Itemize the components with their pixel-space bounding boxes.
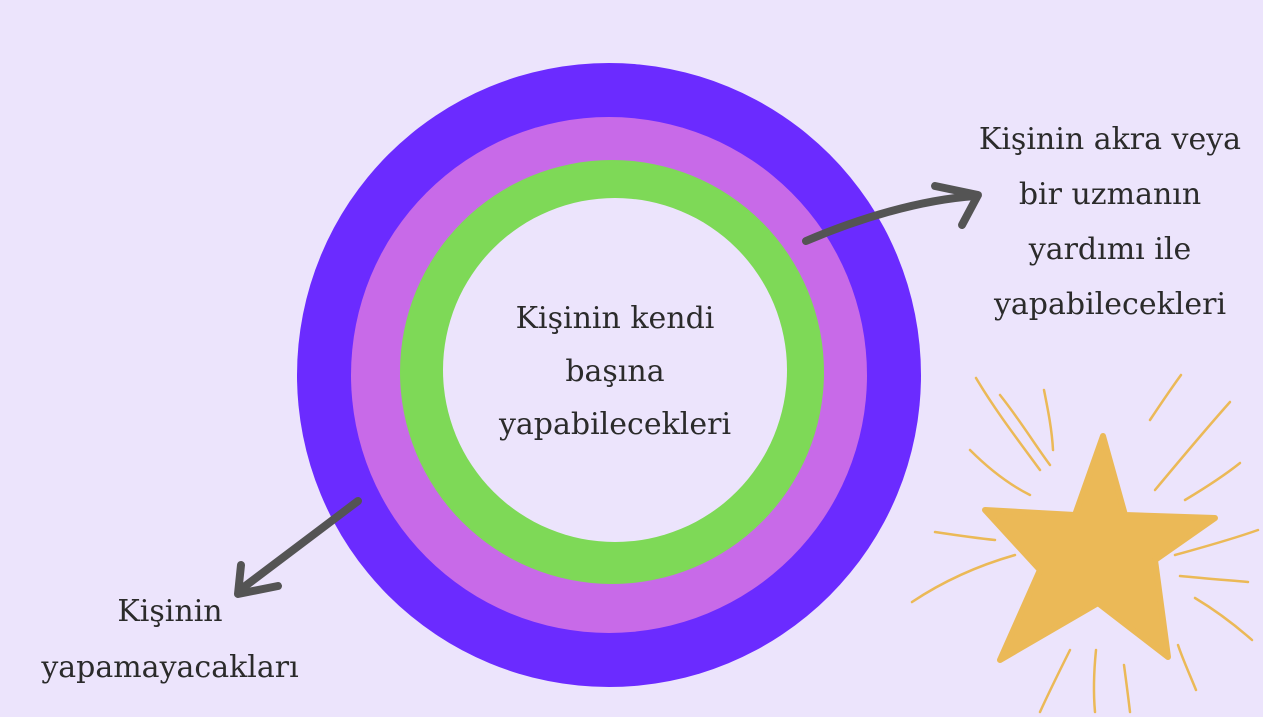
right-label-line-3: yardımı ile: [1028, 232, 1192, 267]
star-shape: [982, 433, 1218, 663]
center-label: Kişinin kendi başına yapabilecekleri: [465, 292, 765, 451]
center-label-line-1: Kişinin kendi: [515, 301, 715, 336]
bottom-label: Kişinin yapamayacakları: [20, 584, 320, 696]
star-rays: [910, 373, 1260, 714]
center-label-line-2: başına: [565, 354, 665, 389]
arrow-right: [802, 182, 982, 245]
right-label: Kişinin akra veya bir uzmanın yardımı il…: [960, 112, 1260, 332]
title-fragment: ş: [600, 0, 615, 1]
right-label-line-4: yapabilecekleri: [993, 287, 1227, 322]
bottom-label-line-1: Kişinin: [117, 594, 223, 629]
bottom-label-line-2: yapamayacakları: [41, 650, 299, 685]
core-circle: [443, 198, 787, 542]
arrow-bottom: [234, 497, 362, 598]
center-label-line-3: yapabilecekleri: [498, 407, 732, 442]
right-label-line-1: Kişinin akra veya: [978, 122, 1242, 157]
right-label-line-2: bir uzmanın: [1018, 177, 1202, 212]
